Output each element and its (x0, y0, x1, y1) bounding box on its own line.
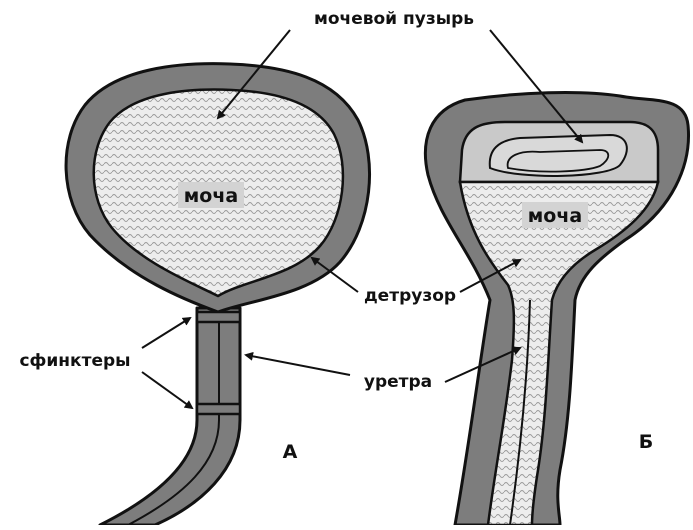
panel-a-bladder: моча (66, 64, 369, 525)
panel-a-sphincter-upper (197, 312, 240, 322)
label-detrusor: детрузор (364, 286, 456, 306)
pointer-sphincter-upper (142, 318, 190, 348)
panel-b-urine-label: моча (528, 205, 582, 227)
label-urethra: уретра (364, 372, 432, 392)
pointer-urethra-a (246, 355, 350, 375)
panel-a-urine-label: моча (184, 185, 238, 207)
panel-a-sphincter-lower (197, 404, 240, 414)
panel-b-bladder: моча (425, 93, 688, 525)
label-bladder: мочевой пузырь (314, 9, 474, 29)
pointer-sphincter-lower (142, 372, 192, 408)
label-panel-a: А (283, 441, 298, 463)
label-sphincters: сфинктеры (19, 351, 130, 371)
panel-b-air-contour-1 (490, 135, 627, 176)
label-panel-b: Б (639, 431, 653, 453)
